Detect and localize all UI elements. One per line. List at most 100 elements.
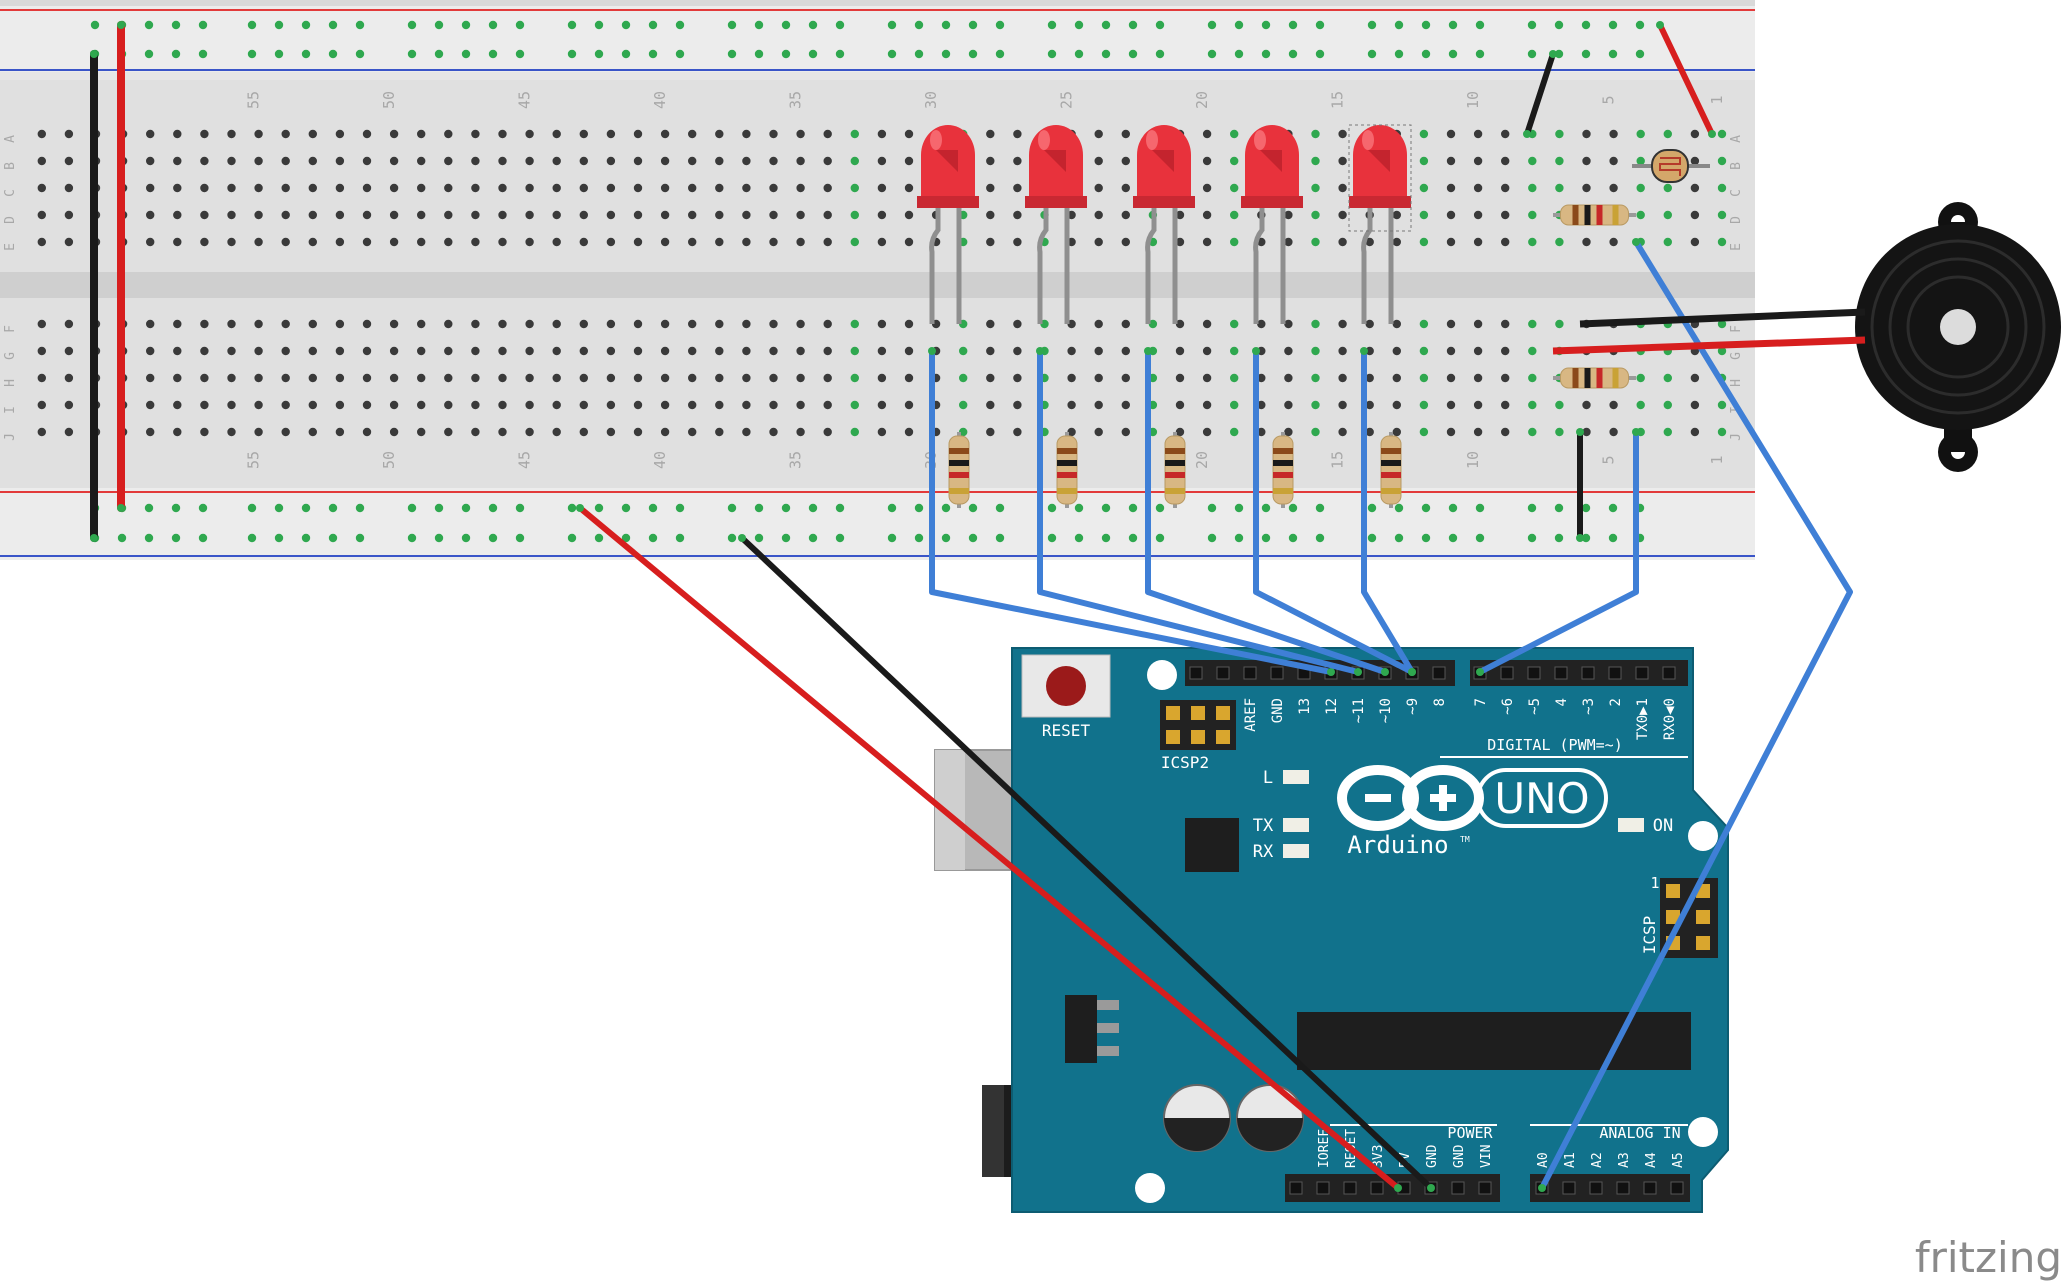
- breadboard-hole: [660, 129, 670, 139]
- rail-hole: [1234, 533, 1244, 543]
- header-pin: [1289, 1181, 1303, 1195]
- breadboard-hole: [1121, 129, 1131, 139]
- header-pin: [1343, 1181, 1357, 1195]
- digital-pin-label: GND: [1270, 698, 1286, 723]
- breadboard-hole: [471, 373, 480, 383]
- breadboard-hole: [254, 373, 263, 383]
- rail-hole: [1234, 20, 1244, 30]
- rail-hole: [407, 20, 417, 30]
- breadboard-hole: [823, 319, 832, 329]
- rail-hole: [461, 49, 471, 59]
- breadboard-hole: [904, 346, 914, 356]
- breadboard-hole: [579, 210, 588, 220]
- breadboard-hole: [64, 427, 74, 437]
- rail-hole: [1155, 533, 1165, 543]
- breadboard-hole: [986, 237, 995, 247]
- breadboard-hole: [904, 319, 914, 329]
- rail-hole: [968, 503, 978, 513]
- rail-hole: [1421, 533, 1431, 543]
- header-pin: [1527, 666, 1541, 680]
- row-letter: D: [1729, 216, 1744, 224]
- rail-hole: [914, 49, 924, 59]
- breadboard-hole: [362, 400, 372, 410]
- breadboard-hole: [796, 129, 805, 139]
- breadboard-hole: [173, 373, 182, 383]
- breadboard-hole: [64, 319, 74, 329]
- usb-interface-chip: [1185, 818, 1239, 872]
- breadboard-hole: [742, 183, 751, 193]
- rail-hole: [781, 503, 791, 513]
- breadboard-hole: [254, 129, 263, 139]
- digital-pin-label: TX0▶1: [1635, 698, 1651, 740]
- breadboard-hole: [688, 400, 697, 410]
- breadboard-hole: [1392, 373, 1402, 383]
- rail-hole: [434, 533, 444, 543]
- breadboard-hole: [1121, 319, 1131, 329]
- wire-gnd: [739, 535, 1434, 1191]
- breadboard-hole: [471, 210, 480, 220]
- rail-hole: [247, 503, 257, 513]
- rail-hole: [1074, 20, 1084, 30]
- breadboard-hole: [1202, 156, 1212, 166]
- digital-pin-label: ~9: [1405, 698, 1421, 715]
- breadboard-hole: [1717, 319, 1727, 329]
- rail-hole: [1234, 49, 1244, 59]
- breadboard-hole: [37, 129, 46, 139]
- breadboard-hole: [417, 129, 426, 139]
- wire-buzzer-positive: [1552, 336, 1866, 355]
- breadboard-hole: [444, 129, 453, 139]
- breadboard-hole: [254, 346, 263, 356]
- column-number: 20: [1193, 91, 1211, 109]
- column-number: 25: [1058, 91, 1076, 109]
- rail-hole: [144, 503, 154, 513]
- breadboard-hole: [579, 156, 588, 166]
- rail-hole: [461, 533, 471, 543]
- rail-hole: [1581, 533, 1591, 543]
- breadboard-hole: [1555, 237, 1564, 247]
- breadboard-hole: [37, 183, 46, 193]
- breadboard-hole: [1257, 400, 1266, 410]
- breadboard-hole: [335, 129, 345, 139]
- header-pin: [1589, 1181, 1603, 1195]
- breadboard-hole: [1473, 210, 1483, 220]
- breadboard-hole: [471, 129, 480, 139]
- led-red: [1025, 125, 1087, 324]
- breadboard-hole: [877, 156, 887, 166]
- breadboard-hole: [308, 183, 317, 193]
- breadboard-hole: [1473, 183, 1483, 193]
- breadboard-hole: [606, 156, 616, 166]
- wire-pin-11: [1145, 348, 1388, 675]
- rail-hole: [1207, 20, 1217, 30]
- rail-hole: [1475, 503, 1485, 513]
- rail-hole: [328, 533, 338, 543]
- breadboard-hole: [498, 183, 507, 193]
- breadboard-hole: [688, 210, 697, 220]
- breadboard-hole: [877, 210, 887, 220]
- rail-hole: [488, 503, 498, 513]
- rail-hole: [1288, 20, 1298, 30]
- reset-button-cap[interactable]: [1046, 666, 1086, 706]
- breadboard-hole: [823, 346, 832, 356]
- breadboard-hole: [362, 319, 372, 329]
- resistors: [948, 204, 1636, 508]
- rail-hole: [1101, 49, 1111, 59]
- rail-hole: [995, 49, 1005, 59]
- breadboard-hole: [1013, 373, 1022, 383]
- breadboard-hole: [877, 373, 887, 383]
- model-label: UNO: [1494, 774, 1589, 823]
- breadboard-hole: [715, 129, 724, 139]
- rail-hole: [1448, 20, 1458, 30]
- column-number: 1: [1708, 95, 1726, 104]
- breadboard-hole: [1202, 237, 1212, 247]
- breadboard-hole: [146, 156, 155, 166]
- breadboard-hole: [633, 210, 643, 220]
- rail-hole: [1288, 533, 1298, 543]
- rail-hole: [1207, 533, 1217, 543]
- digital-pin-label: 13: [1297, 698, 1313, 715]
- rail-hole: [808, 533, 818, 543]
- breadboard-hole: [1717, 346, 1727, 356]
- icsp2-header: [1160, 700, 1236, 750]
- breadboard-hole: [335, 319, 345, 329]
- rail-hole: [808, 503, 818, 513]
